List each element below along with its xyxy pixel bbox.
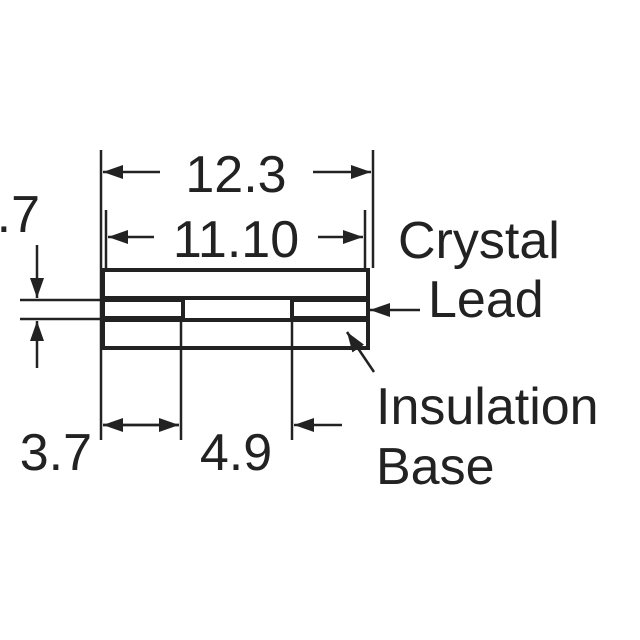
crystal-body — [101, 268, 370, 300]
lead-length-value: 3.7 — [20, 424, 92, 482]
dimension-arrows — [30, 165, 420, 432]
right-lead — [290, 298, 370, 320]
lead-thickness-value: .7 — [0, 186, 40, 244]
component-outline — [101, 268, 370, 350]
lead-gap-value: 4.9 — [200, 424, 272, 482]
overall-width-value: 12.3 — [185, 146, 286, 204]
lead-label: Lead — [428, 271, 544, 329]
left-lead — [101, 298, 185, 320]
extension-lines — [20, 150, 375, 440]
base-label: Base — [376, 438, 495, 496]
insulation-pointer-arrow — [345, 331, 376, 373]
inner-width-value: 11.10 — [173, 211, 299, 269]
insulation-label: Insulation — [376, 378, 599, 436]
crystal-label: Crystal — [398, 212, 560, 270]
insulation-base — [101, 318, 370, 350]
